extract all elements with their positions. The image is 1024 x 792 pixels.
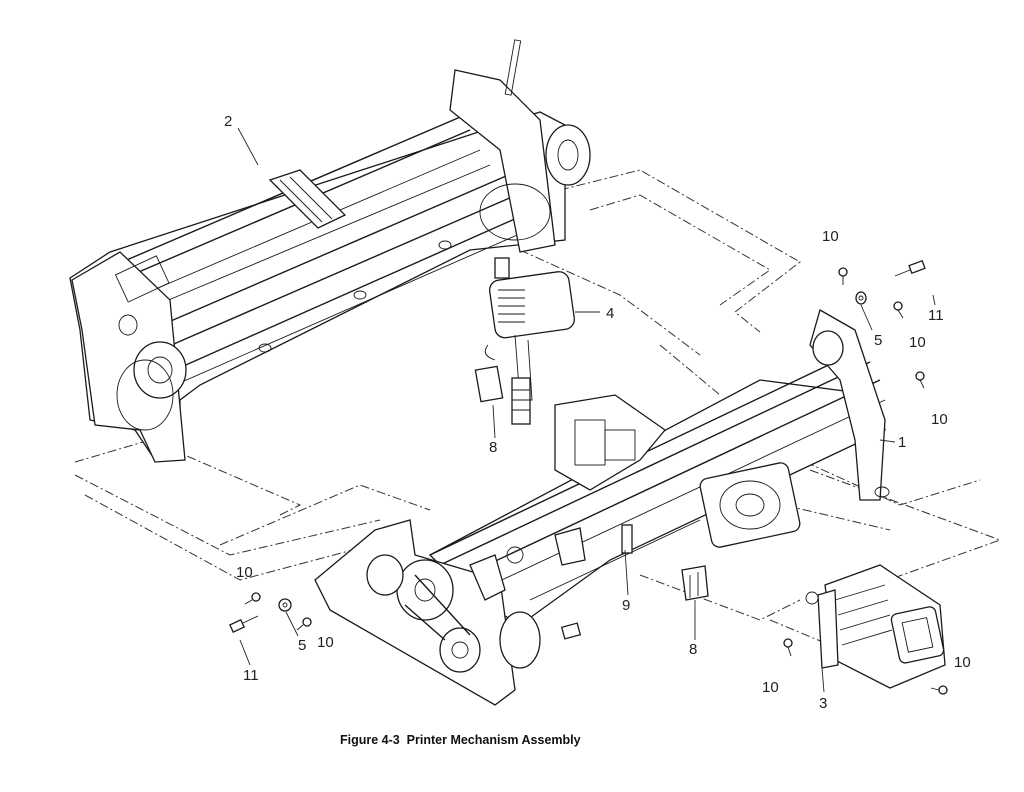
bolt-11-b xyxy=(229,615,259,634)
screw-10-f xyxy=(783,638,793,657)
base-frame xyxy=(314,309,890,706)
callout-5-left: 5 xyxy=(298,637,306,654)
screw-10-g xyxy=(930,685,948,695)
callout-9: 9 xyxy=(622,597,630,614)
callout-10-right-upper: 10 xyxy=(909,334,926,351)
fasteners xyxy=(229,260,948,695)
callout-8-upper: 8 xyxy=(489,439,497,456)
sensor-switch xyxy=(560,524,633,640)
screw-10-a xyxy=(838,267,848,285)
callout-10-left-upper: 10 xyxy=(236,564,253,581)
leader-lines xyxy=(237,127,936,693)
callout-labels: 2 4 8 1 9 8 3 5 5 10 10 10 10 10 10 10 1… xyxy=(224,113,971,712)
connector-upper xyxy=(474,365,531,425)
screw-10-b xyxy=(893,301,904,319)
assembly-guide-lines xyxy=(74,169,1002,646)
callout-3: 3 xyxy=(819,695,827,712)
washer-5-b xyxy=(278,598,292,612)
callout-5-right: 5 xyxy=(874,332,882,349)
stepper-motor xyxy=(805,564,946,689)
callout-10-motor-right: 10 xyxy=(954,654,971,671)
callout-1: 1 xyxy=(898,434,906,451)
callout-10-left-lower: 10 xyxy=(317,634,334,651)
callout-4: 4 xyxy=(606,305,614,322)
screw-10-e xyxy=(296,617,312,631)
callout-10-top: 10 xyxy=(822,228,839,245)
screw-10-c xyxy=(915,371,925,389)
callout-8-lower: 8 xyxy=(689,641,697,658)
bolt-11-a xyxy=(894,260,926,277)
print-head xyxy=(484,257,575,401)
platen-assembly xyxy=(69,39,591,463)
figure-caption: Figure 4-3 Printer Mechanism Assembly xyxy=(340,733,581,747)
callout-11-right: 11 xyxy=(928,307,944,324)
screw-10-d xyxy=(244,592,261,605)
callout-2: 2 xyxy=(224,113,232,130)
callout-10-motor-left: 10 xyxy=(762,679,779,696)
connector-lower xyxy=(681,565,709,601)
callout-11-left: 11 xyxy=(243,667,259,684)
washer-5-a xyxy=(855,291,867,305)
callout-10-right-lower: 10 xyxy=(931,411,948,428)
